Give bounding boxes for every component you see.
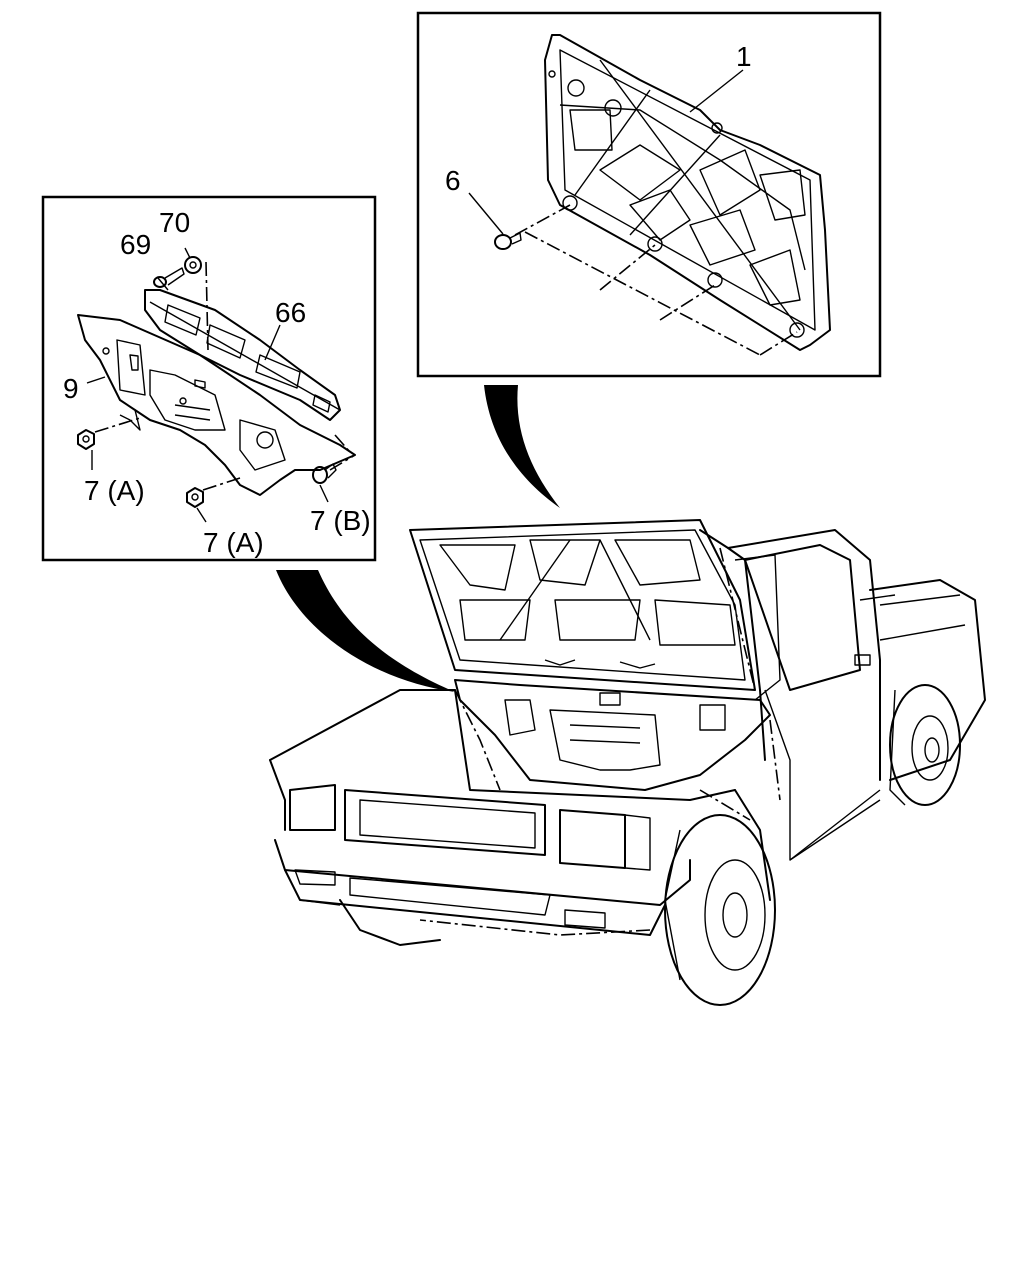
leader-line-69 <box>157 277 169 291</box>
screw-69 <box>153 267 185 288</box>
pickup-truck <box>269 519 986 1006</box>
rear-wheel <box>889 684 961 806</box>
dash-insulator-installed <box>454 679 771 791</box>
grille <box>344 789 546 856</box>
leader-line-9 <box>86 376 106 384</box>
callout-66: 66 <box>275 297 306 328</box>
right-headlight <box>559 809 626 869</box>
washer-70 <box>184 256 202 274</box>
pointer-arrow-dash <box>276 570 455 692</box>
left-headlight <box>289 784 336 831</box>
callout-7b: 7 (B) <box>310 505 371 536</box>
leader-line-7b <box>319 484 329 503</box>
open-hood <box>409 519 756 691</box>
hood-insulator-panel <box>544 34 831 351</box>
callout-69: 69 <box>120 229 151 260</box>
callout-7a-bottom: 7 (A) <box>203 527 264 558</box>
leader-line-6 <box>468 192 504 235</box>
leader-line-66 <box>264 324 281 361</box>
callout-70: 70 <box>159 207 190 238</box>
dash-panel-66 <box>144 289 341 421</box>
leader-line-1 <box>689 69 744 113</box>
callout-6: 6 <box>445 165 461 196</box>
clip-6 <box>494 232 522 250</box>
nut-7a-bottom <box>186 487 204 508</box>
leader-line-70 <box>184 247 191 259</box>
callout-7a-left: 7 (A) <box>84 475 145 506</box>
callout-1: 1 <box>736 41 752 72</box>
leader-line-7a-bottom <box>196 507 207 523</box>
nut-7a-left <box>77 429 95 450</box>
callout-9: 9 <box>63 373 79 404</box>
dash-insulator-9 <box>77 314 356 496</box>
pointer-arrow-hood <box>484 385 560 508</box>
front-wheel <box>664 814 776 1006</box>
